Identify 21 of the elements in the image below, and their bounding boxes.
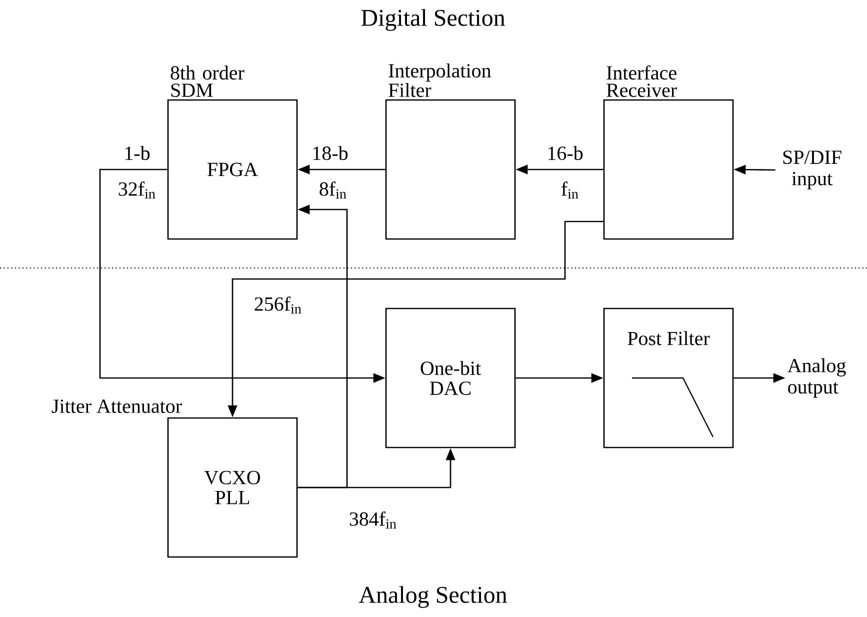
edge-label: 18-b: [310, 144, 350, 162]
block-heading: Interpolation Filter: [388, 63, 492, 97]
edge-label: 384f$_{in}$: [348, 510, 398, 530]
section-heading: Digital Section: [361, 9, 505, 31]
signal-label: 8f$_{in}$: [320, 182, 346, 198]
block-box: FPGA: [167, 99, 298, 240]
block-box: VCXO PLL: [167, 417, 298, 558]
block-box: Post Filter: [603, 308, 734, 448]
edge-label: 256f$_{in}$: [252, 295, 304, 315]
port-label: SP/DIF input: [783, 150, 842, 190]
signal-label: 32f$_{in}$: [118, 182, 156, 198]
block-heading: Jitter Attenuator: [52, 400, 182, 413]
edge-label: 1-b: [122, 144, 152, 162]
section-heading: Analog Section: [358, 586, 507, 608]
edge-label: 16-b: [545, 144, 585, 162]
block-box: One-bit DAC: [385, 308, 516, 448]
block-heading: Interface Receiver: [606, 65, 677, 97]
block-heading: 8th order SDM: [170, 66, 244, 97]
arrow: [298, 204, 348, 488]
signal-label: f$_{in}$: [562, 182, 578, 198]
port-label: Analog output: [788, 358, 846, 398]
